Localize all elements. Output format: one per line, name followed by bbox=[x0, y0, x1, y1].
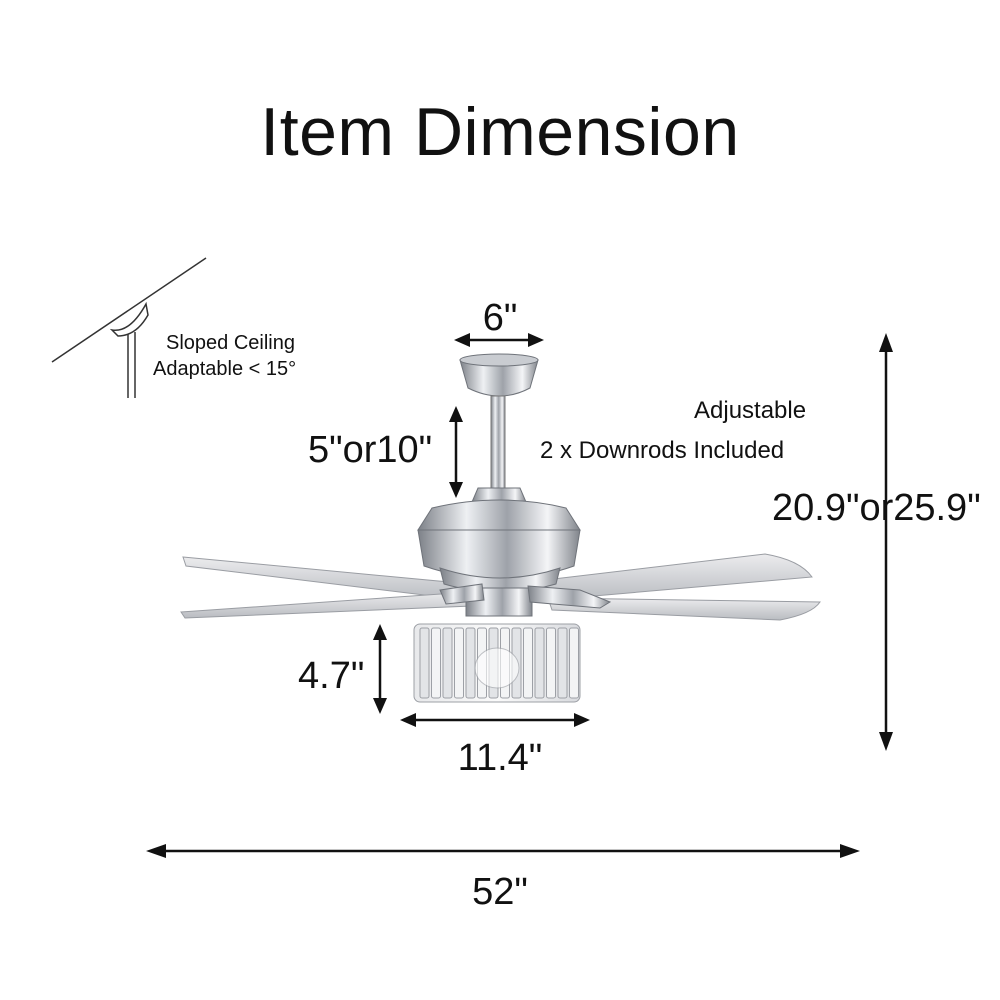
crystal-prism bbox=[534, 627, 545, 699]
crystal-prism bbox=[569, 627, 579, 699]
downrods-included-label: 2 x Downrods Included bbox=[540, 437, 785, 464]
crystal-light-kit bbox=[413, 623, 581, 703]
motor-housing bbox=[417, 487, 581, 617]
sloped-ceiling-label-line2: Adaptable < 15° bbox=[153, 358, 297, 380]
crystal-prism bbox=[454, 627, 464, 699]
sloped-ceiling-icon bbox=[51, 257, 207, 398]
light-kit-height-label: 4.7" bbox=[298, 655, 365, 697]
downrod bbox=[490, 395, 506, 491]
fan-blades bbox=[180, 553, 821, 621]
adjustable-label: Adjustable bbox=[694, 397, 807, 424]
crystal-prism bbox=[419, 627, 430, 699]
blade-span-label: 52" bbox=[472, 871, 528, 913]
blade-irons bbox=[439, 583, 612, 609]
light-kit-width-label: 11.4" bbox=[457, 737, 543, 779]
light-bulb-glow bbox=[474, 647, 520, 689]
dimension-lines bbox=[146, 333, 893, 858]
crystal-prism bbox=[557, 627, 568, 699]
downrod-length-label: 5"or10" bbox=[308, 429, 433, 471]
sloped-ceiling-label-line1: Sloped Ceiling bbox=[166, 332, 295, 354]
canopy bbox=[459, 353, 539, 397]
crystal-prism bbox=[442, 627, 453, 699]
page-title: Item Dimension bbox=[260, 94, 740, 170]
crystal-prism bbox=[523, 627, 533, 699]
canopy-width-label: 6" bbox=[482, 297, 518, 339]
crystal-prism bbox=[465, 627, 476, 699]
total-height-label: 20.9"or25.9" bbox=[772, 487, 981, 529]
crystal-prism bbox=[431, 627, 441, 699]
crystal-prism bbox=[546, 627, 556, 699]
